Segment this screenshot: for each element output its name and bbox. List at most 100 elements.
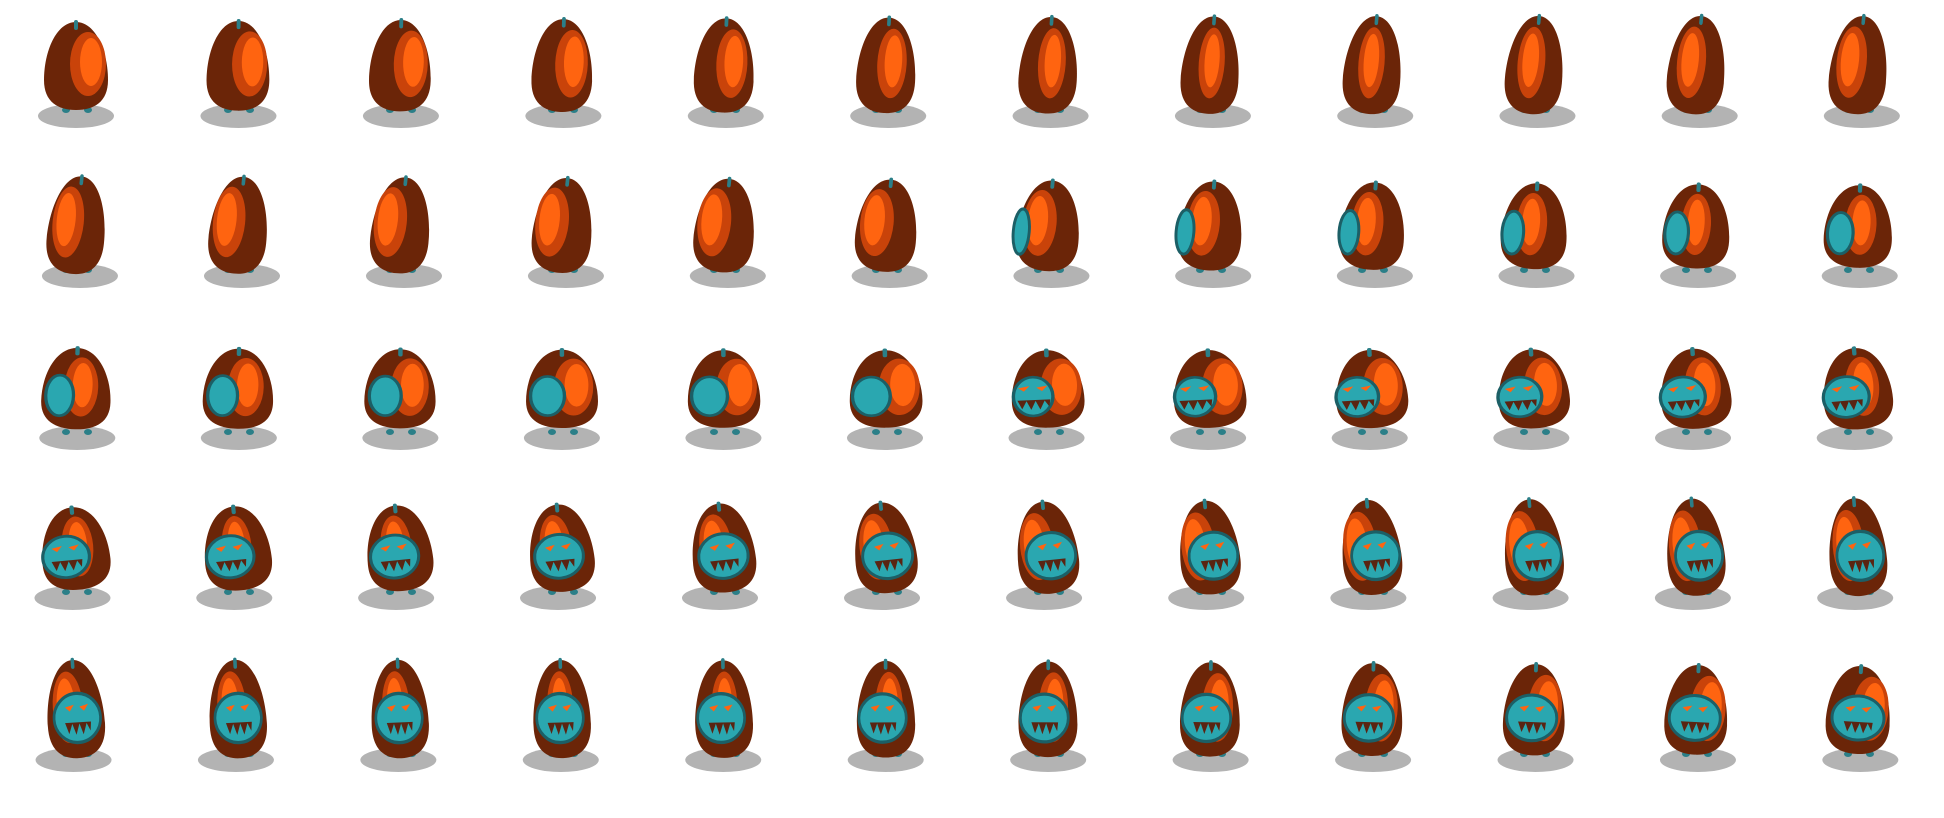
eye: [1360, 385, 1372, 392]
mouth: [1363, 558, 1390, 572]
antenna: [1040, 499, 1045, 511]
antenna: [1373, 180, 1378, 191]
face: [1337, 208, 1361, 256]
shadow: [1659, 748, 1736, 772]
eye: [1209, 705, 1219, 712]
body-shine: [1681, 33, 1700, 87]
shadow: [362, 426, 439, 450]
body-shine: [1852, 200, 1871, 246]
mouth: [1843, 721, 1873, 734]
sprite-frame: [500, 12, 662, 174]
shadow: [1331, 426, 1408, 450]
eye: [1848, 384, 1860, 391]
sprite-frame: [824, 12, 986, 174]
eye: [1700, 541, 1710, 549]
mouth: [1667, 399, 1700, 411]
shadow: [197, 748, 274, 772]
body-shine: [701, 194, 723, 246]
antenna: [231, 504, 236, 515]
face: [1825, 211, 1855, 256]
body-shine: [216, 193, 237, 246]
shadow: [522, 748, 599, 772]
foot: [246, 589, 254, 595]
shadow: [1660, 264, 1737, 288]
face: [1500, 209, 1526, 256]
body-shine: [72, 362, 93, 408]
shadow: [689, 264, 766, 288]
antenna: [70, 657, 75, 669]
face: [1024, 531, 1078, 581]
mouth: [1504, 399, 1537, 411]
shadow: [1493, 426, 1570, 450]
face: [1011, 207, 1031, 256]
sprite-frame: [14, 12, 176, 174]
body-shine: [884, 35, 903, 88]
eye: [232, 544, 243, 551]
antenna: [79, 174, 84, 186]
mouth: [1831, 399, 1863, 411]
foot: [1380, 429, 1388, 435]
eye: [1342, 386, 1354, 393]
sprite-frame: [14, 656, 176, 818]
eye: [386, 704, 396, 712]
antenna: [1534, 181, 1540, 192]
antenna: [403, 175, 408, 187]
eye: [1362, 542, 1372, 550]
mouth: [1518, 721, 1546, 734]
mouth: [380, 558, 411, 572]
shadow: [1170, 426, 1247, 450]
antenna: [559, 347, 565, 357]
eye: [1179, 386, 1192, 392]
foot: [62, 589, 70, 595]
eye: [1524, 542, 1534, 550]
shadow: [1013, 264, 1090, 288]
shadow: [1822, 748, 1899, 772]
antenna: [554, 502, 560, 513]
face: [44, 373, 76, 418]
shadow: [38, 104, 114, 128]
foot: [1218, 429, 1226, 435]
sprite-frame: [176, 12, 338, 174]
face: [850, 375, 892, 418]
body-shine: [1363, 33, 1380, 88]
foot: [1866, 429, 1874, 435]
eye: [870, 704, 880, 712]
foot: [732, 429, 740, 435]
eye: [1504, 386, 1516, 393]
sprite-frame: [662, 334, 824, 496]
face: [374, 691, 424, 745]
face: [1172, 375, 1218, 418]
body-shine: [564, 363, 589, 407]
sprite-frame: [1472, 656, 1634, 818]
antenna: [724, 16, 729, 27]
shadow: [527, 264, 604, 288]
eye: [51, 545, 62, 553]
sprite-frame: [500, 494, 662, 656]
sprite-frame: [1796, 494, 1944, 656]
mouth: [708, 722, 735, 735]
shadow: [1655, 426, 1732, 450]
body-shine: [56, 192, 76, 247]
eye: [725, 542, 735, 550]
body-shine: [1204, 34, 1220, 88]
sprite-frame: [14, 334, 176, 496]
body-shine: [563, 36, 584, 88]
sprite-frame: [1634, 172, 1796, 334]
mouth: [1525, 558, 1552, 573]
eye: [1198, 385, 1210, 391]
antenna: [1049, 14, 1054, 26]
body-shine: [377, 193, 399, 246]
mouth: [710, 558, 739, 572]
body-shine: [401, 363, 424, 407]
sprite-frame: [1310, 12, 1472, 174]
antenna: [1046, 659, 1051, 671]
sprite-frame: [824, 334, 986, 496]
eye: [1667, 386, 1679, 393]
foot: [894, 429, 902, 435]
eye: [562, 704, 572, 712]
antenna: [561, 17, 566, 28]
sprite-frame: [1310, 494, 1472, 656]
sprite-frame: [1148, 656, 1310, 818]
mouth: [1193, 722, 1221, 735]
shadow: [1498, 264, 1575, 288]
